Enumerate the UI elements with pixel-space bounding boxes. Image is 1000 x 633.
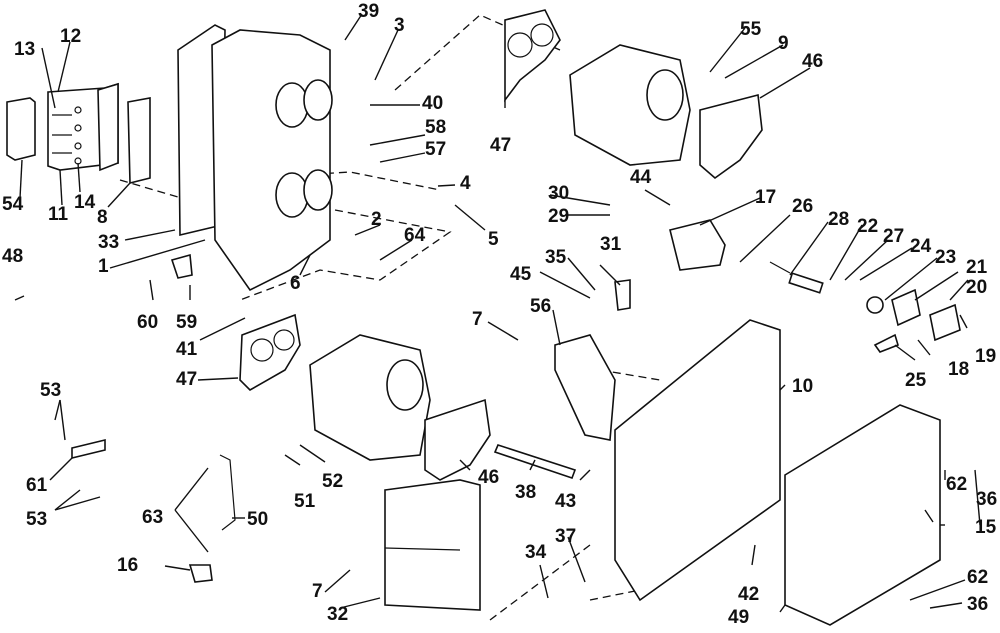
silencer-lower: [384, 479, 481, 611]
lower-carb-gasket: [239, 313, 301, 391]
callout-48: 48: [2, 246, 24, 267]
callout-6: 6: [290, 273, 301, 294]
solenoid: [669, 219, 726, 271]
callout-36-lower: 36: [967, 594, 989, 615]
callout-47-lower: 47: [176, 369, 198, 390]
callout-9: 9: [778, 33, 789, 54]
callout-59: 59: [176, 312, 198, 333]
bracket-16: [188, 564, 213, 583]
callout-22: 22: [857, 216, 879, 237]
callout-23: 23: [935, 247, 957, 268]
callout-36-upper: 36: [976, 489, 998, 510]
callout-63: 63: [142, 507, 164, 528]
callout-20: 20: [966, 277, 988, 298]
callout-21: 21: [966, 257, 988, 278]
reed-stop: [6, 97, 36, 161]
callout-34: 34: [525, 542, 547, 563]
callout-8: 8: [97, 207, 108, 228]
callout-38: 38: [515, 482, 537, 503]
callout-7-lower: 7: [312, 581, 323, 602]
assembly-line: [489, 544, 591, 621]
callout-55: 55: [740, 19, 762, 40]
callout-49: 49: [728, 607, 750, 628]
callout-3: 3: [394, 15, 405, 36]
callout-18: 18: [948, 359, 970, 380]
link-rod: [219, 454, 236, 531]
callout-35: 35: [545, 247, 567, 268]
callout-52: 52: [322, 471, 344, 492]
callout-33: 33: [98, 232, 120, 253]
callout-12: 12: [60, 26, 82, 47]
upper-carb-gasket-46: [699, 93, 763, 180]
callout-25: 25: [905, 370, 927, 391]
callout-19: 19: [975, 346, 997, 367]
callout-51: 51: [294, 491, 316, 512]
callout-53-upper: 53: [40, 380, 62, 401]
callout-37: 37: [555, 526, 577, 547]
callout-50: 50: [247, 509, 269, 530]
callout-29: 29: [548, 206, 570, 227]
callout-17: 17: [755, 187, 777, 208]
bracket-31: [614, 279, 631, 311]
callout-2: 2: [371, 209, 382, 230]
fuel-tee: [71, 438, 106, 460]
assembly-line: [599, 369, 661, 381]
callout-61: 61: [26, 475, 48, 496]
callout-28: 28: [828, 209, 850, 230]
callout-53-lower: 53: [26, 509, 48, 530]
callout-11: 11: [48, 204, 69, 225]
callout-64: 64: [404, 225, 426, 246]
callout-42: 42: [738, 584, 760, 605]
callout-13: 13: [14, 39, 36, 60]
callout-27: 27: [883, 226, 905, 247]
callout-56: 56: [530, 296, 552, 317]
callout-46-upper: 46: [802, 51, 824, 72]
callout-7-upper: 7: [472, 309, 483, 330]
callout-62-lower: 62: [967, 567, 989, 588]
callout-44: 44: [630, 167, 652, 188]
callout-32: 32: [327, 604, 349, 625]
callout-39: 39: [358, 1, 380, 22]
callout-40: 40: [422, 93, 444, 114]
callout-43: 43: [555, 491, 577, 512]
reed-valve-assembly: [47, 82, 119, 172]
callout-15: 15: [975, 517, 997, 538]
callout-26: 26: [792, 196, 814, 217]
callout-60: 60: [137, 312, 159, 333]
callout-24: 24: [910, 236, 932, 257]
assembly-line: [239, 209, 452, 301]
assembly-line: [119, 179, 206, 206]
assembly-line: [589, 589, 641, 601]
reed-gasket: [127, 97, 151, 185]
callout-30: 30: [548, 183, 570, 204]
callout-4: 4: [460, 173, 471, 194]
callout-10: 10: [792, 376, 814, 397]
air-silencer-base: [614, 319, 781, 602]
callout-54: 54: [2, 194, 24, 215]
callout-41: 41: [176, 339, 198, 360]
fuel-pump: [929, 303, 961, 342]
callout-47-upper: 47: [490, 135, 512, 156]
callout-16: 16: [117, 555, 139, 576]
callout-46-lower: 46: [478, 467, 500, 488]
callout-5: 5: [488, 229, 499, 250]
lower-carb-gasket-46: [424, 398, 491, 481]
callout-45: 45: [510, 264, 532, 285]
callout-1: 1: [98, 256, 109, 277]
callout-31: 31: [600, 234, 622, 255]
callout-58: 58: [425, 117, 447, 138]
callout-57: 57: [425, 139, 447, 160]
callout-62-upper: 62: [946, 474, 968, 495]
fuel-pump-cover: [891, 288, 921, 327]
silencer-upper: [554, 334, 616, 441]
callout-14: 14: [74, 192, 96, 213]
clip-59: [170, 253, 193, 279]
